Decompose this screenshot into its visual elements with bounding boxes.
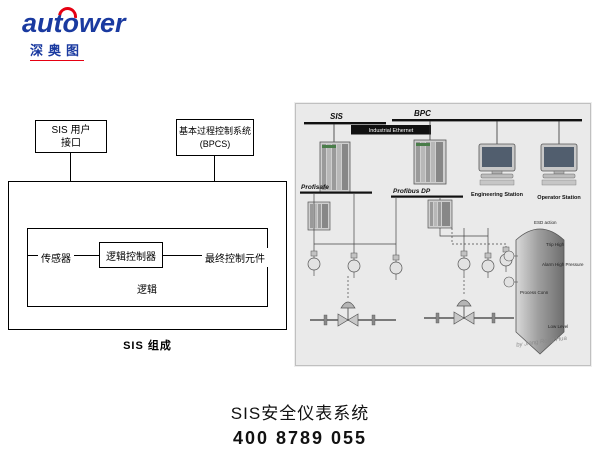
sis-architecture-image: SIS BPC Industrial Ethernet (295, 103, 591, 366)
industrial-ethernet-tag: Industrial Ethernet (351, 125, 431, 135)
bus-drop-lines (333, 121, 560, 144)
process-vessel-icon (503, 228, 565, 355)
box-sis-user-interface-line1: SIS 用户 (51, 124, 91, 136)
logo-chinese-name: 深奥图 (30, 40, 85, 61)
engineering-station-icon (478, 143, 516, 186)
control-valve-right-icon (453, 299, 475, 325)
phone-number: 400 8789 055 (232, 428, 368, 448)
box-bpcs: 基本过程控制系统 (BPCS) (176, 119, 254, 156)
label-sis-network: SIS (330, 112, 344, 121)
bpc-bus-line (392, 119, 582, 122)
sis-architecture-svg: SIS BPC Industrial Ethernet (300, 109, 584, 355)
bpc-plc-rack-icon (413, 139, 447, 185)
field-transmitters (307, 246, 513, 281)
box-sis-user-interface: SIS 用户 接口 (35, 120, 107, 153)
label-process-conn: Process Conn (520, 290, 549, 295)
company-logo: autower 深奥图 (22, 3, 182, 61)
remote-io-rack-right-icon (427, 199, 453, 229)
label-esd-action: ESD action (534, 220, 557, 225)
label-engineering-station: Engineering Station (471, 192, 524, 198)
label-operator-station: Operator Station (537, 195, 581, 201)
diagram-caption: SIS 组成 (123, 340, 172, 352)
profibus-bus-line (391, 195, 463, 198)
field-signal-lines (313, 194, 507, 298)
logo-brand-text: autower (22, 8, 126, 38)
page-title: SIS安全仪表系统 (230, 404, 370, 423)
label-profibus-dp: Profibus DP (393, 188, 431, 195)
sis-outer-boundary (8, 181, 287, 330)
box-bpcs-line1: 基本过程控制系统 (178, 125, 251, 136)
sis-inner-boundary (27, 228, 268, 307)
sis-bus-line (304, 122, 386, 125)
connector-user-interface (70, 153, 71, 181)
box-bpcs-line2: (BPCS) (199, 138, 231, 149)
connector-bpcs (214, 156, 215, 181)
box-logic-controller: 逻辑控制器 (99, 242, 163, 268)
sis-plc-rack-icon (319, 141, 351, 193)
control-valve-left-icon (337, 301, 359, 327)
label-logic: 逻辑 (137, 285, 157, 296)
remote-io-rack-left-icon (307, 201, 331, 231)
box-sis-user-interface-line2: 接口 (61, 137, 81, 149)
label-trip-high: Trip High (546, 242, 565, 247)
label-industrial-ethernet: Industrial Ethernet (369, 128, 414, 134)
operator-station-icon (540, 143, 578, 186)
label-profisafe: Profisafe (301, 184, 329, 191)
profisafe-bus-line (300, 191, 372, 194)
label-low-level: Low Level (548, 324, 568, 329)
label-alarm-high-pressure: Alarm High Pressure (542, 262, 584, 267)
label-final-element: 最终控制元件 (202, 248, 268, 267)
label-sensor: 传感器 (38, 248, 74, 267)
logo-wordmark: autower (22, 3, 126, 38)
label-bpc-network: BPC (414, 109, 431, 118)
